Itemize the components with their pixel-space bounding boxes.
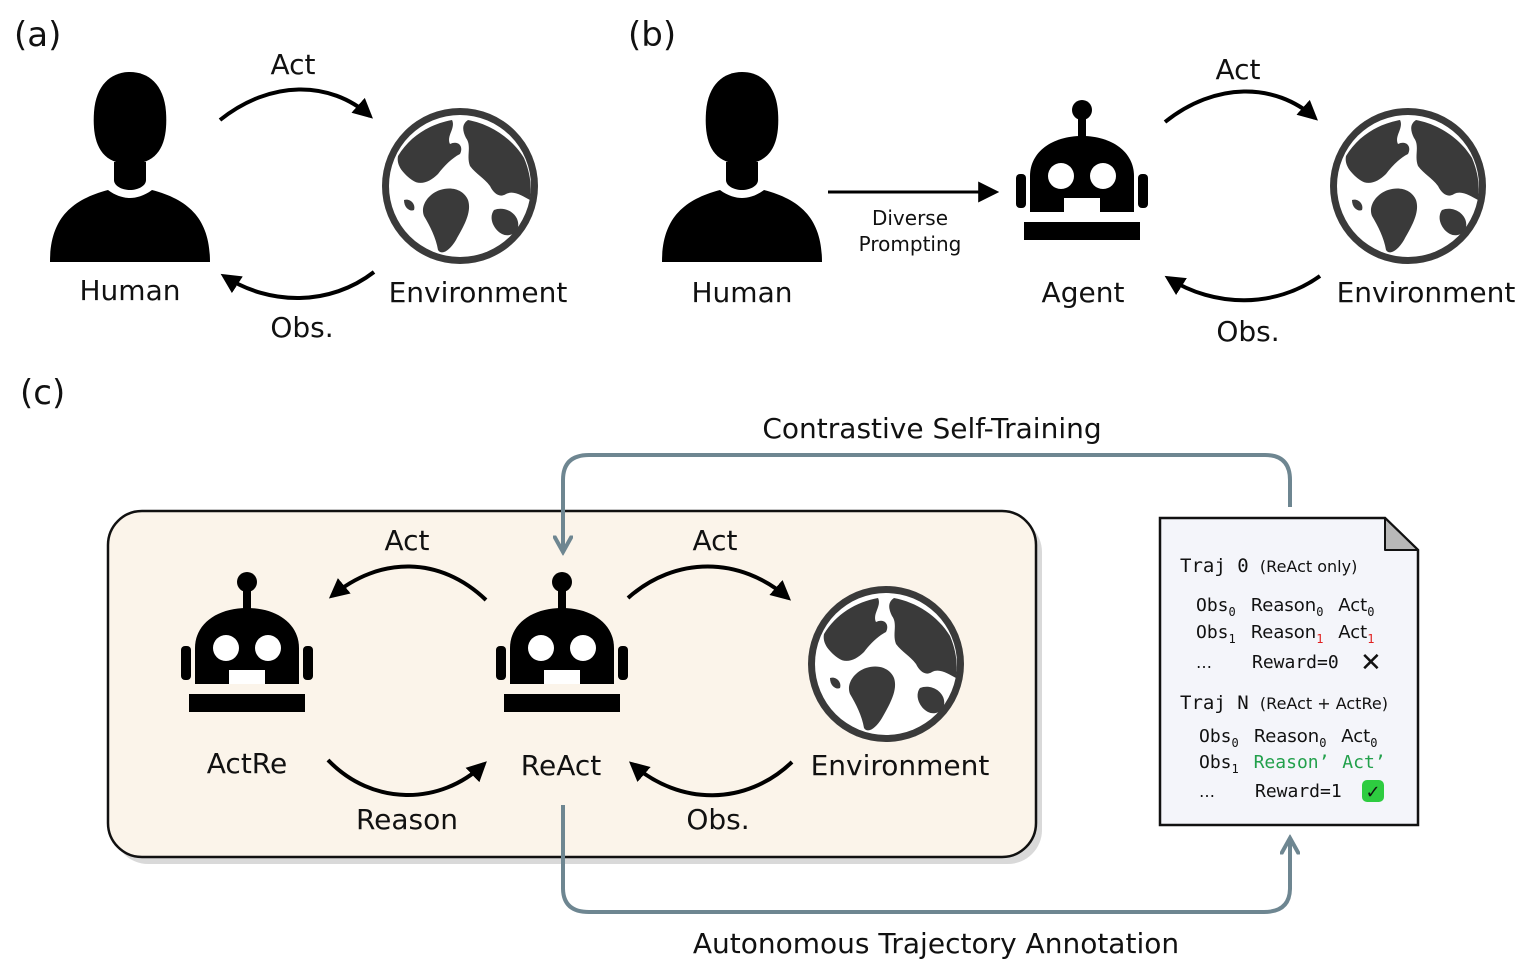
act-left-label: Act [384,524,429,557]
annotation-label: Autonomous Trajectory Annotation [693,927,1179,960]
obs-arrow [628,760,794,798]
obs-arrow [1164,274,1322,303]
panel-a: (a) Human Environment Act Obs. [14,15,567,344]
panel-b: (b) Human Diverse Prompting Agent Enviro… [628,15,1515,348]
globe-icon [808,586,964,742]
obs-label: Obs. [1216,315,1279,348]
robot-icon [1016,100,1148,240]
act-right-arrow [626,564,792,601]
react-label: ReAct [521,749,601,782]
document-fold [1384,517,1419,551]
act-arrow [1163,89,1318,124]
reward-success-icon: ✓ [1365,782,1380,803]
traj0-ellipsis: … [1196,653,1212,672]
act-left-arrow [328,564,488,602]
human-icon [49,71,211,263]
trajN-row1: Obs0 Reason0 Act0 [1199,726,1377,752]
traj0-row1: Obs0 Reason0 Act0 [1196,595,1374,621]
human-label: Human [80,274,181,307]
traj0-reward: Reward=0 [1252,652,1339,673]
panel-c: (c) Contrastive Self-Training Autonomous… [20,373,1420,960]
obs-label: Obs. [270,311,333,344]
environment-label: Environment [811,749,990,782]
trajN-header: Traj N (ReAct + ActRe) [1180,692,1388,714]
actre-label: ActRe [207,747,287,780]
traj0-row2: Obs1 Reason1 Act1 [1196,622,1374,648]
reward-success-icon-bg [1362,780,1384,802]
globe-icon [1330,108,1486,264]
agent-label: Agent [1042,276,1125,309]
act-arrow [218,87,373,122]
act-label: Act [270,48,315,81]
environment-label: Environment [389,276,568,309]
panel-a-tag: (a) [14,15,61,55]
reason-label: Reason [356,803,458,836]
traj0-header: Traj 0 (ReAct only) [1180,555,1357,577]
document-page [1158,516,1420,827]
act-right-label: Act [692,524,737,557]
human-label: Human [692,276,793,309]
human-icon [661,71,823,263]
trajN-row2: Obs1 Reason’ Act’ [1199,752,1386,778]
panel-b-tag: (b) [628,15,676,55]
contrastive-flow-arrow [563,453,1292,552]
trajN-ellipsis: … [1199,782,1215,801]
annotation-flow-arrow [561,805,1290,914]
act-label: Act [1215,53,1260,86]
trajN-reward: Reward=1 [1255,781,1342,802]
reward-fail-icon: ✕ [1360,648,1382,678]
contrastive-label: Contrastive Self-Training [762,412,1101,445]
obs-arrow [220,270,376,300]
panel-c-tag: (c) [20,373,65,413]
prompting-label-line2: Prompting [859,232,962,256]
prompting-label-line1: Diverse [872,206,948,230]
obs-label: Obs. [686,803,749,836]
globe-icon [382,108,538,264]
trajectory-document: Traj 0 (ReAct only) Obs0 Reason0 Act0 Ob… [1158,516,1420,827]
environment-label: Environment [1337,276,1516,309]
reason-arrow [326,758,487,797]
